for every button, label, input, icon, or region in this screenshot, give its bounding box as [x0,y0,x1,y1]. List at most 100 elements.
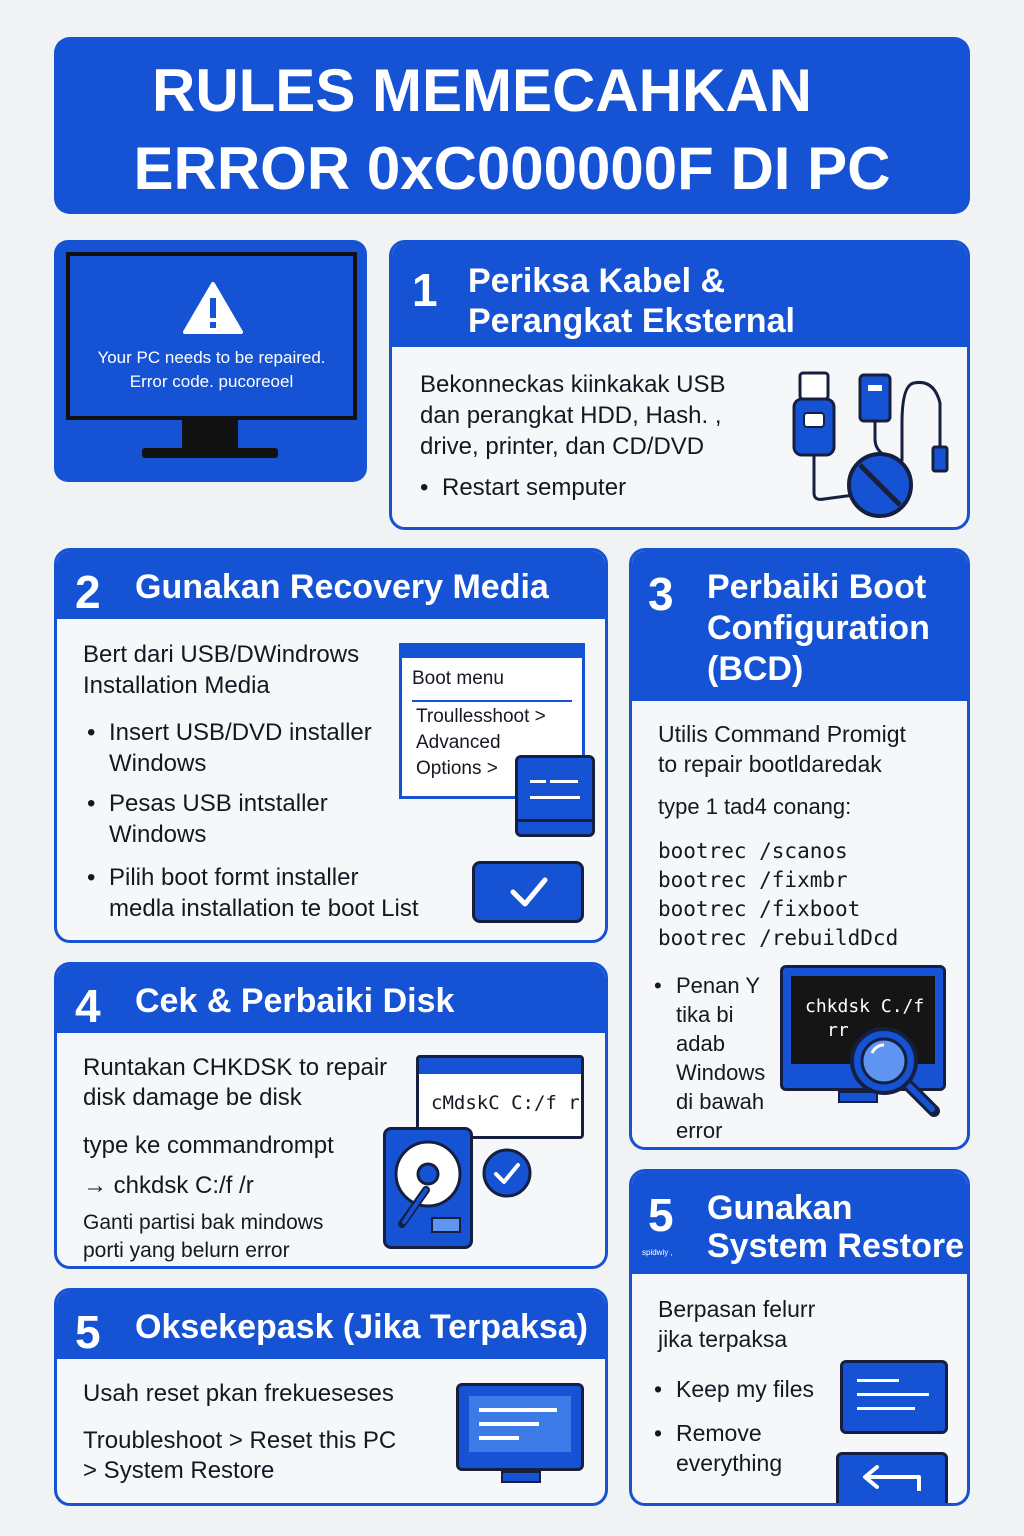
step-2-bullet-3-line2: medla installation te boot List [109,895,419,922]
installer-line [518,819,592,822]
reset-monitor-stand [501,1471,541,1483]
step-1-body-line3: drive, printer, dan CD/DVD [420,433,705,460]
step-5-reset-body: Usah reset pkan frekueseses [83,1380,394,1407]
step-4-header: 4 Cek & Perbaiki Disk [57,965,605,1033]
step-3-header: 3 Perbaiki Boot Configuration (BCD) [632,551,967,701]
step-5-reset-card: 5 Oksekepask (Jika Terpaksa) Usah reset … [54,1288,608,1506]
step-3-command-3: bootrec /fixboot [658,897,861,921]
boot-menu-item-troubleshoot: Troullesshoot > [416,706,546,727]
reset-line [479,1408,557,1412]
step-4-body-line2: disk damage be disk [83,1084,302,1111]
step-3-note-line4: Windows [676,1060,766,1085]
error-monitor-panel: Your PC needs to be repaired. Error code… [54,240,367,482]
step-5-restore-intro-line2: jika terpaksa [658,1326,788,1352]
step-3-title-line3: (BCD) [707,650,804,688]
step-3-note-line2: tika bi [676,1002,734,1027]
step-2-title: Gunakan Recovery Media [135,568,549,606]
boot-menu-item-advanced: Advanced [416,732,501,753]
step-1-bullet: Restart semputer [420,473,626,503]
step-3-command-2: bootrec /fixmbr [658,868,848,892]
step-3-note-line1: Penan Y [654,971,760,1000]
step-2-card: 2 Gunakan Recovery Media Bert dari USB/D… [54,548,608,943]
step-2-bullet-3-line1: Pilih boot formt installer [87,863,358,893]
step-4-footer-line1: Ganti partisi bak mindows [83,1211,324,1234]
step-5-restore-bullet-2-line1: Remove [654,1418,762,1448]
step-1-title-line2: Perangkat Eksternal [468,302,795,340]
cmd-monitor-text-line1: chkdsk C./f [805,996,925,1017]
installer-window-icon [515,755,595,837]
page-title-line1: RULES MEMECAHKAN [152,57,812,124]
step-1-number: 1 [412,264,438,316]
step-3-title-line2: Configuration [707,609,930,647]
step-4-type-line: type ke commandrompt [83,1132,334,1159]
step-3-command-4: bootrec /rebuildDcd [658,926,899,950]
step-5-reset-path-line2: > System Restore [83,1457,275,1484]
step-3-number: 3 [648,568,674,620]
title-banner: RULES MEMECAHKAN ERROR 0xC000000F DI PC [54,37,970,214]
step-3-card: 3 Perbaiki Boot Configuration (BCD) Util… [629,548,970,1150]
step-5-reset-title: Oksekepask (Jika Terpaksa) [135,1308,588,1346]
reset-monitor-screen [469,1396,571,1452]
step-1-body-line1: Bekonneckas kiinkakak USB [420,371,726,398]
step-5-restore-header: 5 spidwiy , Gunakan System Restore [632,1172,967,1274]
step-2-bullet-1-line2: Windows [109,750,207,777]
step-4-number: 4 [75,980,101,1032]
step-1-header: 1 Periksa Kabel & Perangkat Eksternal [392,243,967,347]
step-5-restore-bullet-1: Keep my files [654,1374,814,1404]
step-2-number: 2 [75,566,101,618]
step-2-bullet-2-line1: Pesas USB intstaller [87,789,328,819]
step-5-restore-intro-line1: Berpasan felurr [658,1296,816,1322]
step-4-title: Cek & Perbaiki Disk [135,982,455,1020]
step-5-restore-tiny-text: spidwiy , [642,1248,673,1257]
boot-menu-window: Boot menu Troullesshoot > Advanced Optio… [399,643,585,799]
reset-line [479,1422,539,1426]
step-5-restore-title-line1: Gunakan [707,1189,853,1227]
usb-drive-icon [784,363,964,523]
step-2-intro-line2: Installation Media [83,672,270,699]
monitor-error-line2: Error code. pucoreoel [129,372,294,391]
doc-line [857,1379,899,1382]
chkdsk-window-text: cMdskC C:/f r [431,1092,580,1114]
doc-line [857,1407,915,1410]
chkdsk-window-titlebar [419,1058,581,1074]
step-3-type-line: type 1 tad4 conang: [658,794,852,819]
monitor-error-line1: Your PC needs to be repaired. [97,348,326,367]
doc-line [857,1393,929,1396]
warning-triangle-icon [183,282,243,334]
step-3-intro-line1: Utilis Command Promigt [658,721,906,747]
magnifier-icon [842,1019,942,1119]
restore-document-icon [840,1360,948,1434]
step-4-body-line1: Runtakan CHKDSK to repair [83,1054,388,1081]
monitor-screen: Your PC needs to be repaired. Error code… [66,252,357,420]
step-3-command-1: bootrec /scanos [658,839,848,863]
step-1-body-line2: dan perangkat HDD, Hash. , [420,402,722,429]
step-3-note-line6: error [676,1118,723,1143]
reset-line [479,1436,519,1440]
step-2-bullet-1-line1: Insert USB/DVD installer [87,718,372,748]
step-2-bullet-2-line2: Windows [109,821,207,848]
step-5-reset-path-line1: Troubleshoot > Reset this PC [83,1427,397,1454]
step-5-reset-header: 5 Oksekepask (Jika Terpaksa) [57,1291,605,1359]
boot-menu-item-options: Options > [416,758,498,779]
step-4-card: 4 Cek & Perbaiki Disk Runtakan CHKDSK to… [54,962,608,1269]
step-4-footer-line2: porti yang belurn error [83,1239,290,1262]
step-1-title-line1: Periksa Kabel & [468,262,726,300]
installer-line [550,780,578,783]
step-3-note-line3: adab [676,1031,725,1056]
step-3-intro-line2: to repair bootldaredak [658,751,882,777]
monitor-stand [182,420,238,448]
hard-disk-icon [383,1127,473,1249]
step-4-command: → chkdsk C:/f /r [83,1172,254,1199]
disk-check-icon [481,1147,533,1199]
step-2-header: 2 Gunakan Recovery Media [57,551,605,619]
step-5-restore-card: 5 spidwiy , Gunakan System Restore Berpa… [629,1169,970,1506]
step-3-note-line5: di bawah [676,1089,765,1114]
step-3-title-line1: Perbaiki Boot [707,568,927,606]
page-title-line2: ERROR 0xC000000F DI PC [133,135,891,202]
boot-menu-titlebar [402,646,582,658]
step-2-intro-line1: Bert dari USB/DWindrows [83,641,360,668]
installer-line [530,796,580,799]
step-5-restore-title-line2: System Restore [707,1227,965,1265]
step-5-reset-number: 5 [75,1306,101,1358]
step-5-restore-bullet-2-line2: everything [676,1450,783,1476]
